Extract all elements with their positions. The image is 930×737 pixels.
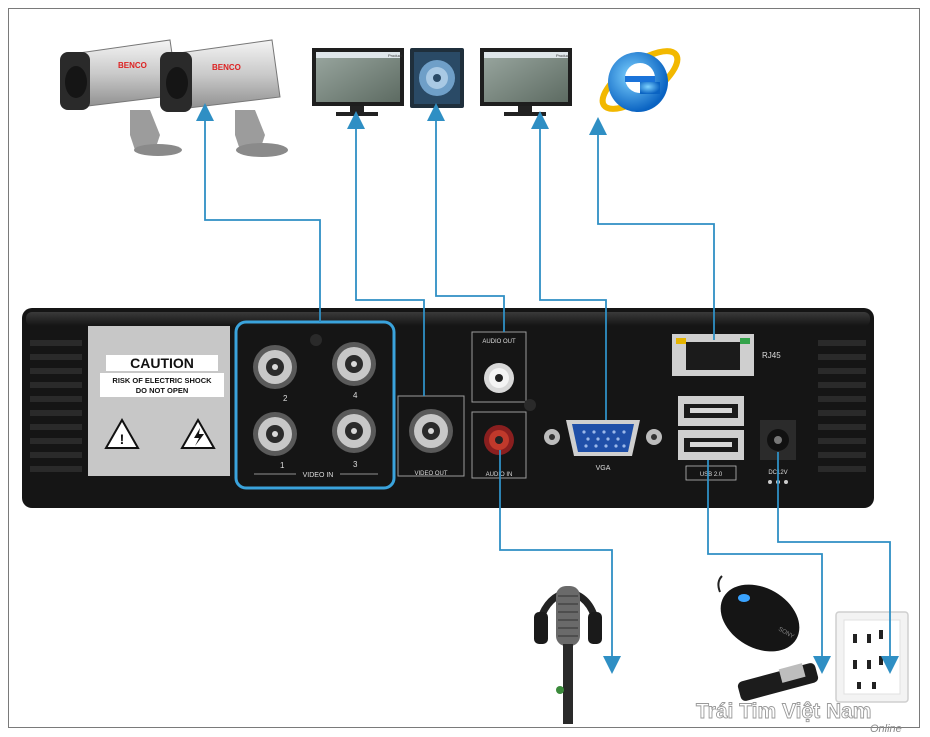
audio-out-label: AUDIO OUT [482,339,516,345]
caution-label: CAUTION RISK OF ELECTRIC SHOCK DO NOT OP… [88,326,230,476]
port-number-2: 2 [283,394,288,403]
warning-triangle-icon: ! [104,417,140,449]
speaker [410,48,464,108]
computer-mouse: SONY [717,575,800,652]
dvr-recorder: CAUTION RISK OF ELECTRIC SHOCK DO NOT OP… [22,308,874,508]
dc-power-port[interactable]: DC12V [760,420,796,484]
arrow-audio-in-to-microphone [499,450,621,674]
watermark: Trái Tim Việt Nam Online [696,700,902,735]
caution-line-2: DO NOT OPEN [136,386,189,395]
bnc-port-1[interactable] [253,412,297,456]
usb-flash-drive [737,663,819,701]
port-number-4: 4 [353,391,358,400]
camera-right: BENCO [160,39,288,157]
port-number-3: 3 [353,460,358,469]
audio-in-port[interactable]: AUDIO IN [471,411,527,479]
watermark-sub: Online [870,723,902,735]
usb-port-top[interactable] [678,396,744,426]
video-in-ports: 2 4 1 3 VIDEO IN [234,320,396,490]
arrow-audio-out-to-speaker [427,103,505,332]
arrow-video-in-to-camera [196,103,321,322]
arrow-rj45-to-internet [589,117,715,340]
camera-left: BENCO [60,39,182,156]
arrow-vga-to-monitor [531,111,607,420]
camera-brand-label: BENCO [118,61,147,70]
video-out-port[interactable]: VIDEO OUT [397,395,465,477]
power-socket [835,611,909,703]
bnc-port-3[interactable] [332,409,376,453]
electric-shock-icon [180,417,216,449]
camera-brand-label: BENCO [212,63,241,72]
monitor-right: Product [480,48,572,116]
svg-text:!: ! [120,431,125,447]
usb-port-bottom[interactable] [678,430,744,460]
caution-line-1: RISK OF ELECTRIC SHOCK [112,376,212,385]
video-in-label: VIDEO IN [303,472,334,479]
bnc-port-4[interactable] [332,342,376,386]
video-out-label: VIDEO OUT [414,471,447,477]
monitor-header-text: Product [388,53,403,58]
rj45-port[interactable]: RJ45 [672,334,781,376]
monitor-header-text: Product [556,53,571,58]
usb-label: USB 2.0 [700,472,723,478]
watermark-main: Trái Tim Việt Nam [696,700,871,723]
arrow-usb-to-mouse [707,460,831,674]
monitor-left: Product [312,48,404,116]
rj45-label: RJ45 [762,351,781,360]
caution-title: CAUTION [130,355,194,371]
vga-label: VGA [596,465,611,472]
microphone-headset [534,586,602,724]
arrow-video-out-to-monitor [347,111,425,396]
audio-out-port[interactable]: AUDIO OUT [471,331,536,411]
bnc-port-2[interactable] [253,345,297,389]
vga-port[interactable]: VGA [544,420,662,472]
audio-in-label: AUDIO IN [486,472,513,478]
arrow-dc-to-power-socket [777,452,899,674]
internet-explorer-icon [599,48,681,112]
port-number-1: 1 [280,461,285,470]
connection-lines [196,103,899,674]
diagram-frame [8,8,920,728]
vent-grille-left [30,340,82,472]
vent-grille-right [818,340,866,472]
